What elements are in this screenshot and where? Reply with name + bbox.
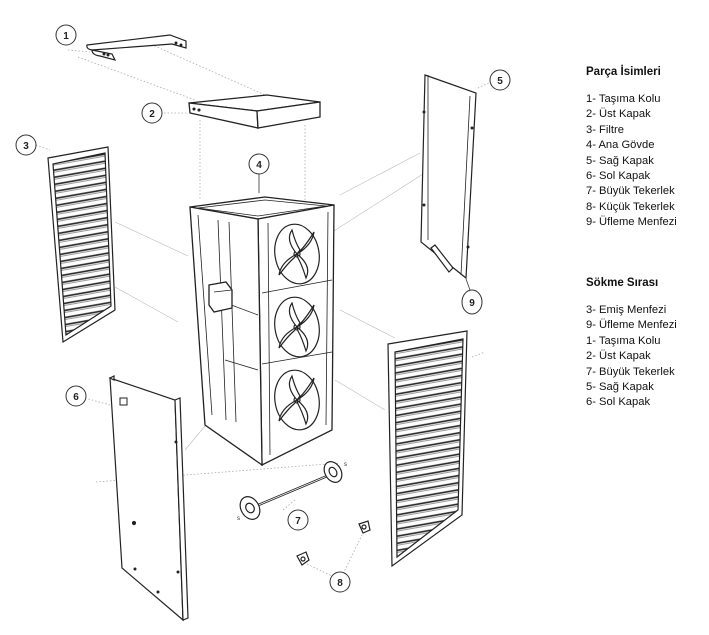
part-small-wheels [296,520,371,566]
part-large-wheels: s s [237,461,347,522]
fan-top [274,223,320,285]
callout-9: 9 [461,278,483,315]
parts-names-item: 1- Taşıma Kolu [586,93,661,105]
parts-names-item: 8- Küçük Tekerlek [586,200,675,213]
svg-text:9: 9 [469,298,475,309]
parts-names-legend: Parça İsimleri 1- Taşıma Kolu 2- Üst Kap… [586,66,677,231]
callout-8: 8 [329,571,351,593]
parts-names-item: 5- Sağ Kapak [586,154,654,167]
removal-order-title: Sökme Sırası [586,277,659,289]
fan-bottom [274,369,320,431]
callout-4: 4 [248,153,270,193]
part-discharge-louver [387,330,468,568]
callout-1: 1 [55,24,77,46]
removal-order-item: 2- Üst Kapak [586,350,651,363]
leader-lines [35,42,496,581]
callout-3: 3 [15,134,37,156]
svg-text:s: s [344,462,347,468]
part-filter-panel [47,146,116,344]
svg-text:4: 4 [256,160,262,171]
parts-names-item: 6- Sol Kapak [586,170,651,183]
removal-order-item: 9- Üfleme Menfezi [586,319,677,332]
svg-text:s: s [237,516,240,522]
parts-names-list: 1- Taşıma Kolu 2- Üst Kapak 3- Filtre 4-… [586,92,677,231]
removal-order-item: 6- Sol Kapak [586,396,651,409]
parts-names-item: 3- Filtre [586,123,624,136]
svg-text:3: 3 [23,141,29,152]
fan-middle [274,296,320,358]
svg-text:2: 2 [149,109,155,120]
removal-order-item: 5- Sağ Kapak [586,381,654,394]
svg-text:8: 8 [337,578,343,589]
parts-names-item: 4- Ana Gövde [586,139,655,152]
callout-5: 5 [489,69,511,91]
parts-names-item: 7- Büyük Tekerlek [586,185,675,198]
removal-order-item: 3- Emiş Menfezi [586,304,667,316]
part-left-cover [108,375,189,622]
part-top-cover [188,94,321,129]
parts-names-item: 9- Üfleme Menfezi [586,216,677,229]
svg-text:7: 7 [295,516,301,527]
svg-text:6: 6 [73,392,79,403]
svg-text:5: 5 [497,76,503,87]
part-right-cover [420,74,477,280]
removal-order-item: 7- Büyük Tekerlek [586,365,675,378]
projection-lines [114,152,424,451]
removal-order-legend: Sökme Sırası 3- Emiş Menfezi 9- Üfleme M… [586,277,677,411]
part-carrying-handle [86,34,187,61]
callout-7: 7 [287,509,309,531]
callout-2: 2 [141,102,163,124]
svg-text:1: 1 [63,31,69,42]
parts-names-item: 2- Üst Kapak [586,108,651,121]
callout-6: 6 [65,385,87,407]
removal-order-list: 3- Emiş Menfezi 9- Üfleme Menfezi 1- Taş… [586,303,677,411]
removal-order-item: 1- Taşıma Kolu [586,334,661,347]
parts-names-title: Parça İsimleri [586,66,661,78]
